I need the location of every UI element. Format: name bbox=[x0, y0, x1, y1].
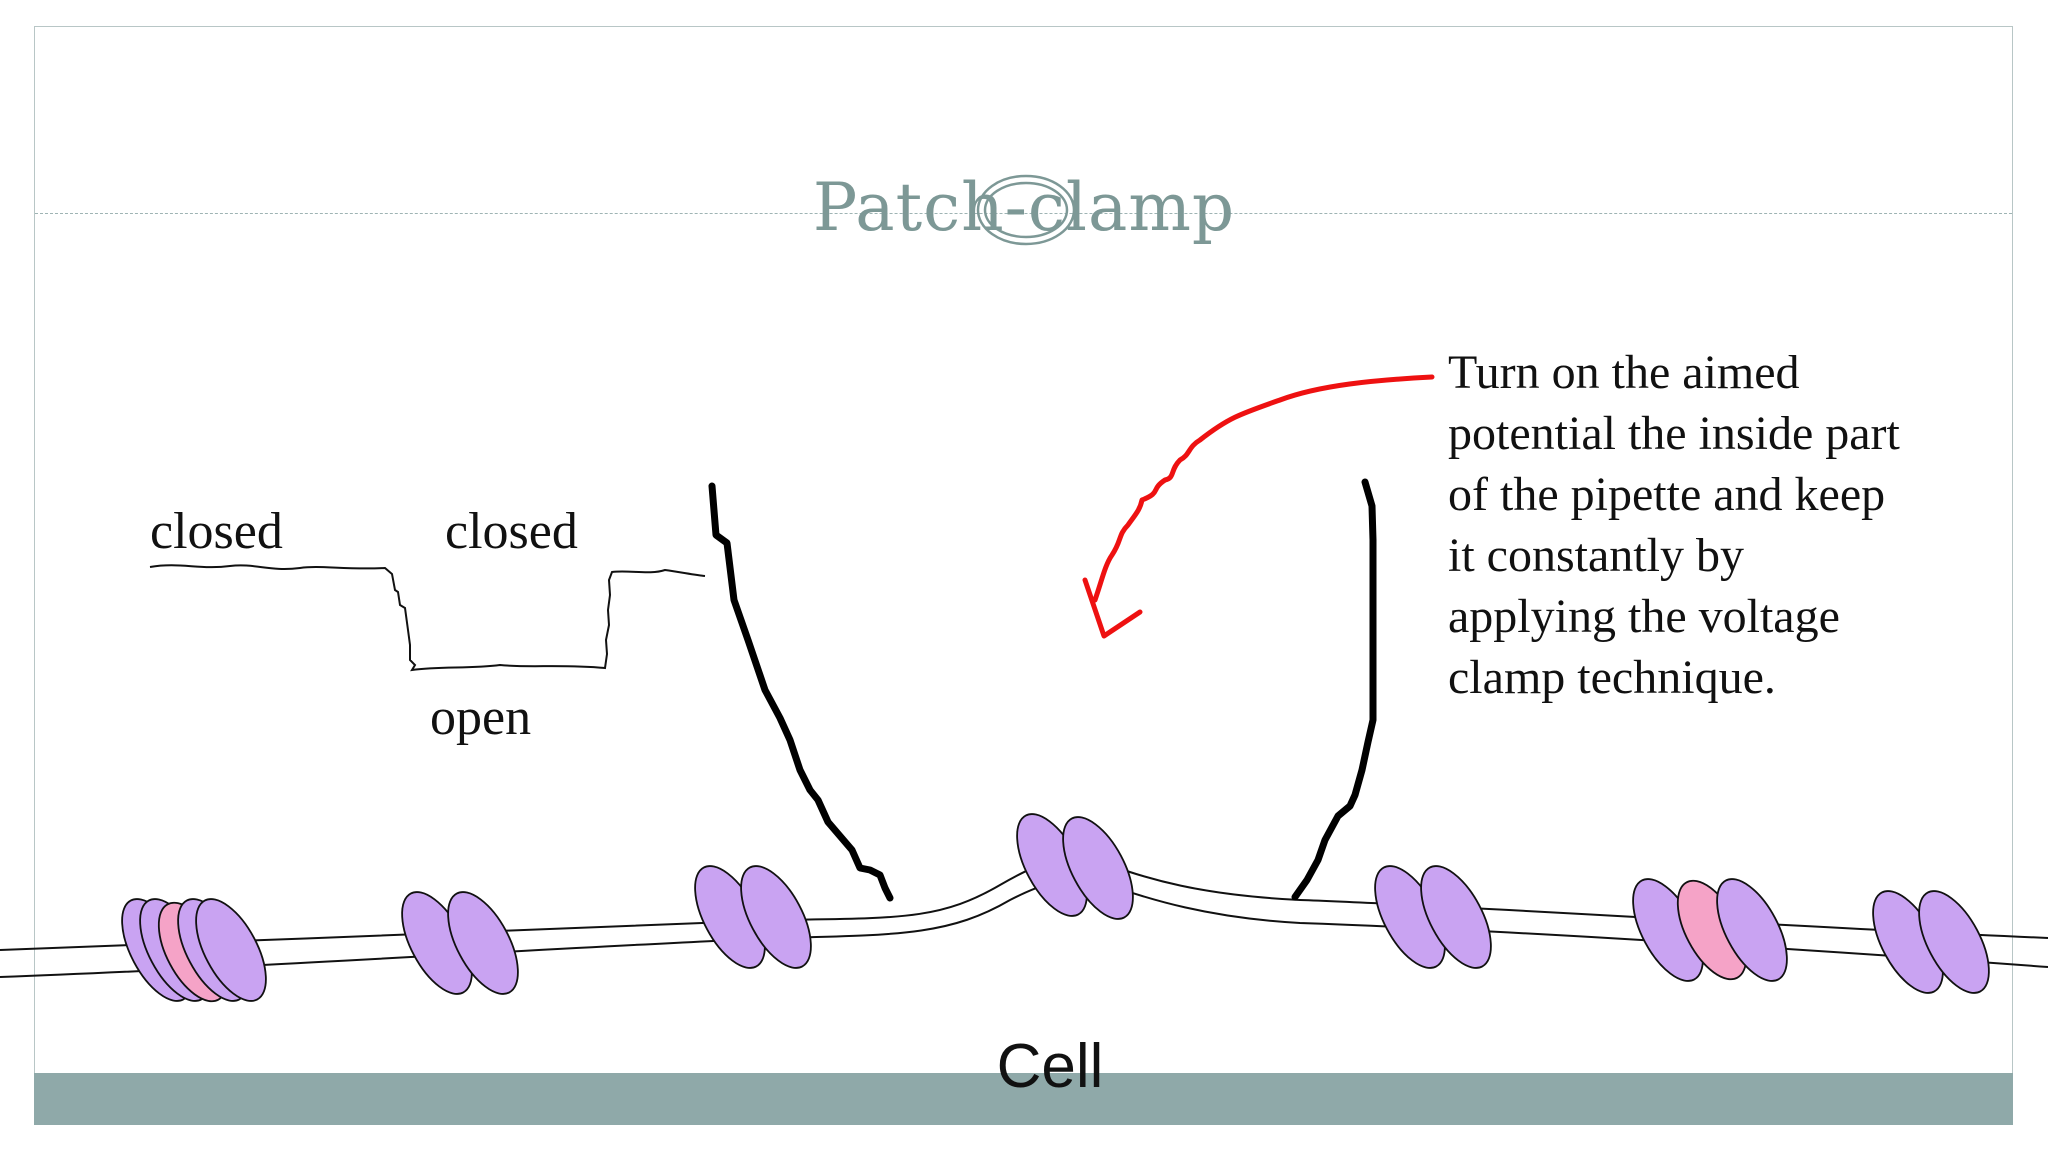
cell-label: Cell bbox=[996, 1032, 1104, 1101]
ion-channel bbox=[1872, 890, 1990, 994]
caption-line: it constantly by bbox=[1448, 529, 1744, 582]
ion-channel bbox=[1374, 865, 1492, 969]
caption-line: potential the inside part bbox=[1448, 407, 1900, 460]
trace-label-open: open bbox=[430, 689, 532, 746]
trace-label-closed-left: closed bbox=[150, 503, 283, 560]
title-divider bbox=[35, 213, 2012, 214]
ion-channel bbox=[694, 865, 812, 969]
caption-line: applying the voltage bbox=[1448, 590, 1840, 643]
red-arrow bbox=[1082, 374, 1435, 639]
trace-label-closed-right: closed bbox=[445, 503, 578, 560]
ion-channel-patched bbox=[1016, 813, 1134, 920]
ion-channels bbox=[121, 813, 1990, 1003]
ion-channel bbox=[401, 891, 519, 995]
channel-current-trace bbox=[149, 564, 706, 672]
pipette-left-wall bbox=[708, 482, 894, 902]
pipette-right-wall bbox=[1291, 478, 1377, 901]
caption-text: Turn on the aimed potential the inside p… bbox=[1448, 342, 2028, 708]
ion-channel-cluster bbox=[121, 898, 267, 1003]
caption-line: clamp technique. bbox=[1448, 651, 1776, 704]
slide-title: Patch-clamp bbox=[812, 169, 1236, 246]
cell-band bbox=[34, 1073, 2013, 1125]
caption-line: Turn on the aimed bbox=[1448, 346, 1800, 399]
caption-line: of the pipette and keep bbox=[1448, 468, 1886, 521]
title-ornament bbox=[976, 174, 1076, 246]
ion-channel-cluster bbox=[1632, 878, 1788, 982]
